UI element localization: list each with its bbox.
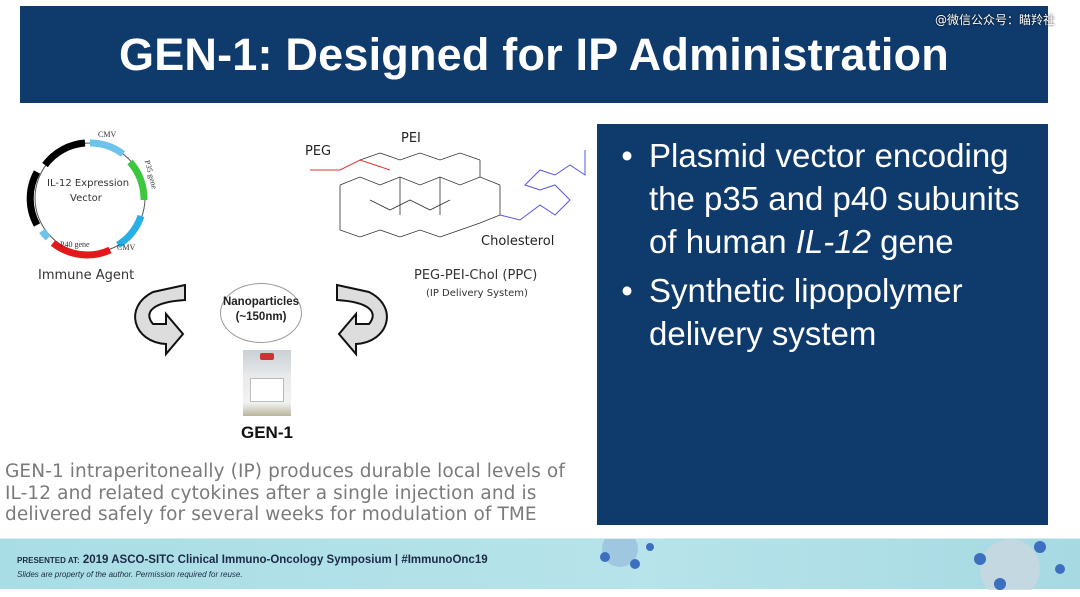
bullet-text-tail: gene — [870, 223, 954, 260]
presented-at-label: PRESENTED AT: — [17, 556, 80, 565]
title-bar: GEN-1: Designed for IP Administration — [20, 6, 1048, 103]
p40-label: P40 gene — [60, 240, 90, 249]
bullet-dot: • — [621, 137, 633, 174]
event-name: 2019 ASCO-SITC Clinical Immuno-Oncology … — [82, 554, 488, 566]
bullet-item: • Plasmid vector encoding the p35 and p4… — [597, 134, 1048, 263]
gen1-label: GEN-1 — [241, 423, 293, 442]
slide-title: GEN-1: Designed for IP Administration — [119, 28, 949, 80]
left-curved-arrow-icon — [134, 283, 186, 357]
bullet-text-italic: IL-12 — [795, 223, 871, 260]
cholesterol-label: Cholesterol — [481, 234, 555, 249]
vector-label: IL-12 Expression — [47, 178, 130, 189]
watermark: @微信公众号：瞄羚社 — [935, 13, 1056, 27]
cmv-bottom-label: CMV — [117, 243, 136, 252]
bullet-text: Plasmid vector encoding the p35 and p40 … — [649, 134, 1048, 263]
copyright-notice: Slides are property of the author. Permi… — [17, 570, 243, 579]
immune-agent-label: Immune Agent — [38, 268, 135, 283]
nanoparticles-ellipse: Nanoparticles (~150nm) — [220, 283, 302, 343]
ppc-molecule — [310, 150, 586, 238]
nano-size-label: (~150nm) — [235, 311, 287, 323]
bullet-dot: • — [621, 272, 633, 309]
cmv-top-label: CMV — [98, 130, 117, 139]
peg-label: PEG — [305, 144, 332, 159]
right-curved-arrow-icon — [336, 283, 388, 357]
presented-at-line: PRESENTED AT: 2019 ASCO-SITC Clinical Im… — [17, 554, 488, 566]
nano-label: Nanoparticles — [222, 296, 300, 308]
caption: GEN-1 intraperitoneally (IP) produces du… — [5, 461, 565, 525]
bullet-text-main: Plasmid vector encoding the p35 and p40 … — [649, 137, 1020, 260]
ip-delivery-label: (IP Delivery System) — [426, 288, 528, 299]
bullet-text: Synthetic lipopolymer delivery system — [649, 272, 963, 352]
footer-banner: PRESENTED AT: 2019 ASCO-SITC Clinical Im… — [0, 538, 1080, 590]
right-panel: • Plasmid vector encoding the p35 and p4… — [597, 124, 1048, 525]
virus-decoration-icon — [600, 539, 1065, 590]
vector-label-2: Vector — [70, 193, 102, 204]
bullet-item: • Synthetic lipopolymer delivery system — [597, 269, 1048, 355]
plasmid-map — [26, 139, 148, 259]
vial-image — [243, 350, 291, 416]
ppc-label: PEG-PEI-Chol (PPC) — [414, 268, 538, 283]
pei-label: PEI — [401, 131, 421, 146]
